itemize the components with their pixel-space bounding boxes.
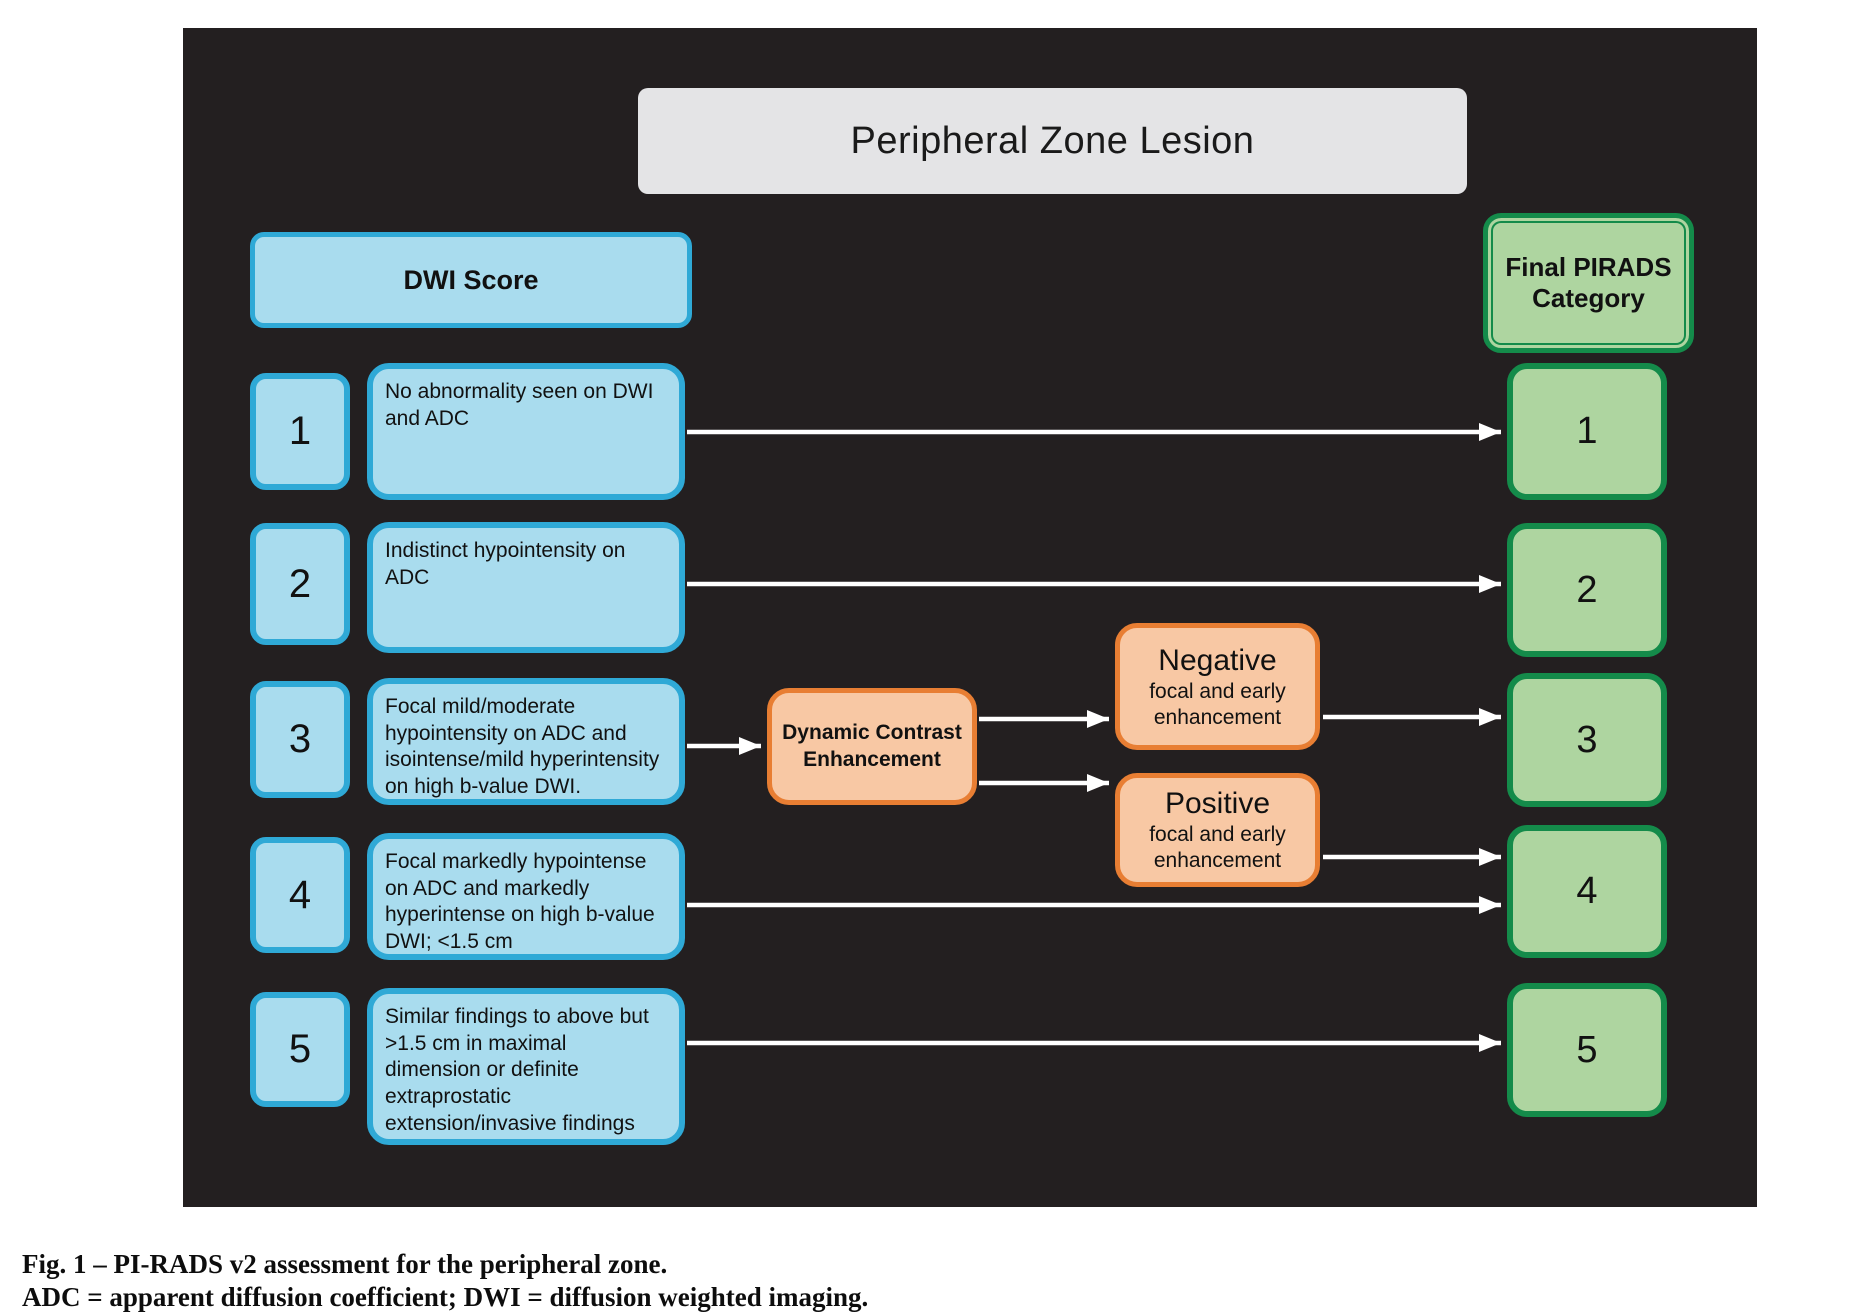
figure-title: Peripheral Zone Lesion [638,88,1467,194]
dce-negative-title: Negative [1158,643,1277,677]
dwi-desc-2: Indistinct hypointensity on ADC [367,522,685,653]
pirads-category-2: 2 [1507,523,1667,657]
dwi-score-header: DWI Score [250,232,692,328]
pirads-category-5: 5 [1507,983,1667,1117]
pirads-category-4: 4 [1507,825,1667,958]
dwi-desc-4: Focal markedly hypointense on ADC and ma… [367,833,685,960]
dce-negative-box: Negative focal and early enhancement [1115,623,1320,750]
dwi-score-2: 2 [250,523,350,645]
caption-line-2: ADC = apparent diffusion coefficient; DW… [22,1281,869,1312]
flowchart-panel: Peripheral Zone Lesion DWI Score Final P… [183,28,1757,1207]
dce-positive-title: Positive [1164,787,1271,821]
caption-line-1: Fig. 1 – PI-RADS v2 assessment for the p… [22,1249,668,1279]
dce-positive-box: Positive focal and early enhancement [1115,773,1320,887]
final-pirads-header: Final PIRADS Category [1483,213,1694,353]
flow-arrows [687,423,1501,1052]
dce-box: Dynamic Contrast Enhancement [767,688,977,805]
dwi-desc-5: Similar findings to above but >1.5 cm in… [367,988,685,1145]
pirads-category-3: 3 [1507,673,1667,807]
pirads-category-1: 1 [1507,363,1667,500]
dwi-score-1: 1 [250,373,350,490]
figure-caption: Fig. 1 – PI-RADS v2 assessment for the p… [22,1248,1522,1314]
dwi-score-4: 4 [250,837,350,953]
dwi-score-3: 3 [250,681,350,798]
dce-positive-subtitle: focal and early enhancement [1149,823,1286,872]
dce-negative-subtitle: focal and early enhancement [1149,679,1286,729]
dwi-desc-1: No abnormality seen on DWI and ADC [367,363,685,500]
dwi-desc-3: Focal mild/moderate hypointensity on ADC… [367,678,685,805]
dwi-score-5: 5 [250,992,350,1107]
